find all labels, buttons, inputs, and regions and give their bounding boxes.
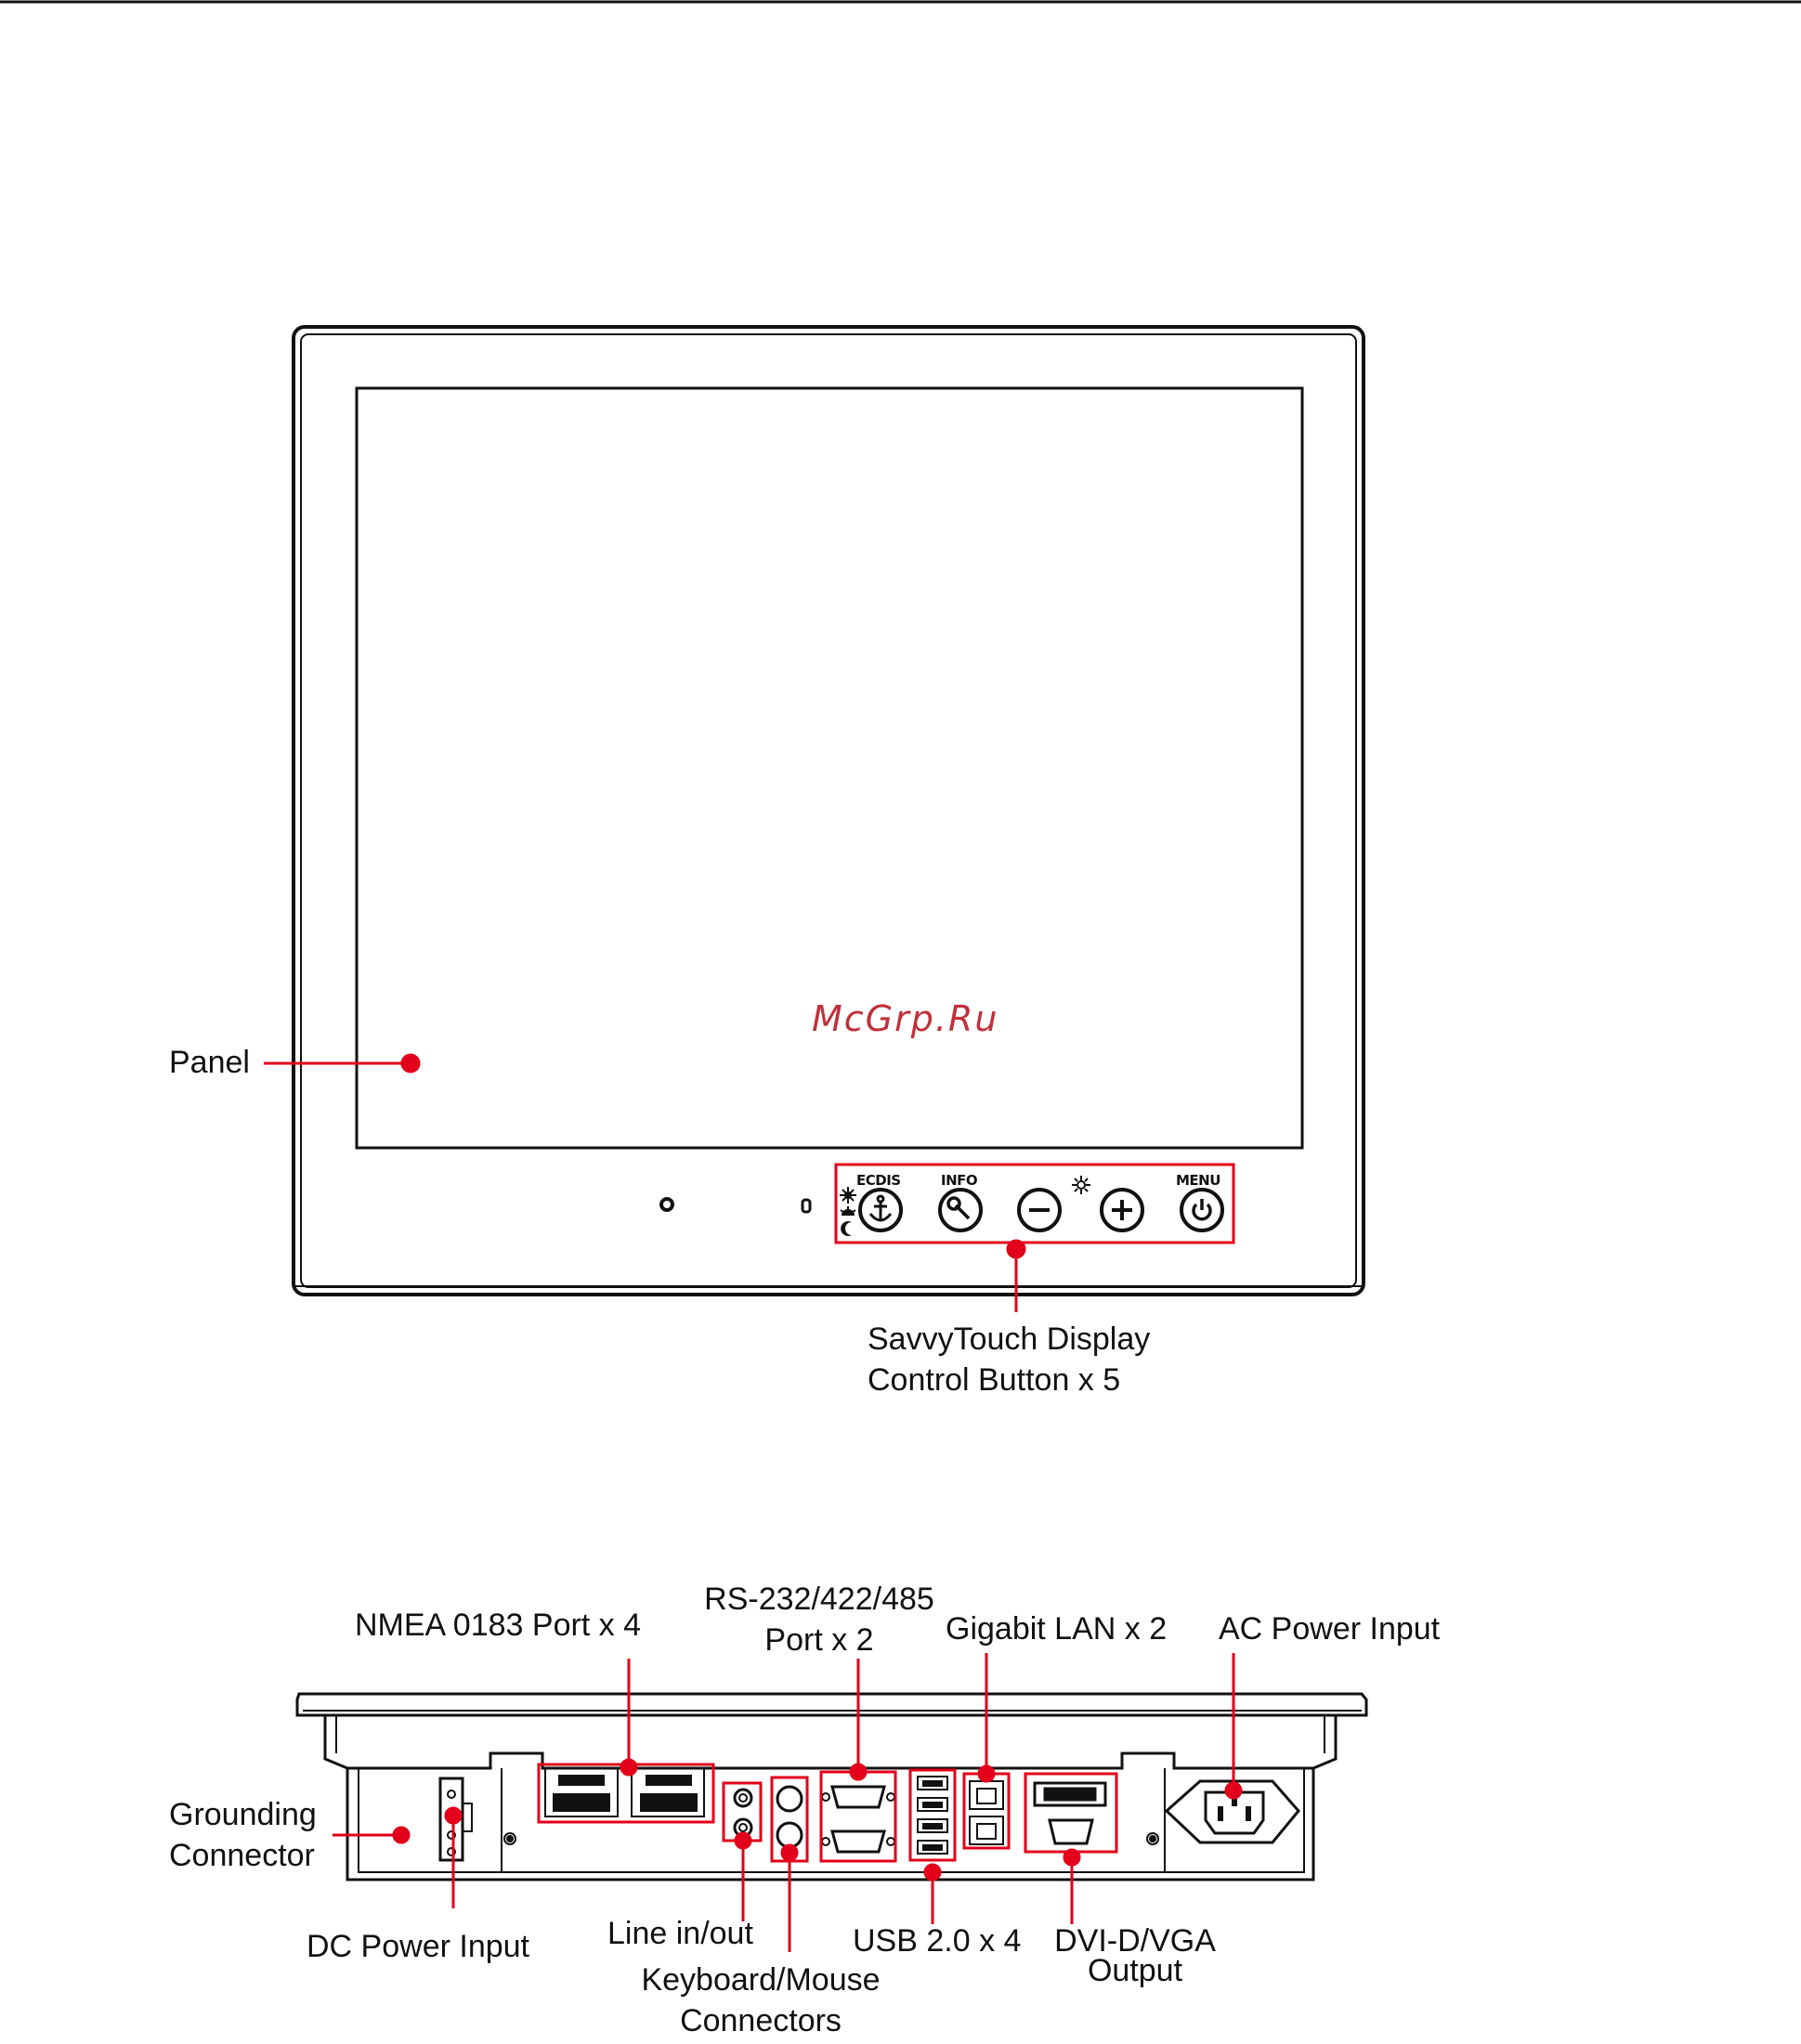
ps2-keyboard-port xyxy=(777,1787,802,1811)
menu-label: MENU xyxy=(1176,1172,1220,1189)
kbm-label-line1: Keyboard/Mouse xyxy=(617,1959,905,2000)
usb-ports xyxy=(918,1777,947,1854)
nmea-label: NMEA 0183 Port x 4 xyxy=(355,1605,641,1646)
dvi-highlight xyxy=(1025,1774,1116,1852)
brightness-down-button[interactable] xyxy=(1019,1190,1060,1230)
rs-label-line1: RS-232/422/485 xyxy=(680,1579,959,1620)
ecdis-button[interactable] xyxy=(860,1190,901,1230)
rear-view xyxy=(297,1694,1366,1880)
light-sensor-icon xyxy=(661,1199,672,1210)
lan-highlight xyxy=(964,1774,1009,1848)
rear-top-flange xyxy=(297,1694,1366,1715)
line-io-label: Line in/out xyxy=(607,1913,753,1954)
front-callouts xyxy=(264,1055,1233,1312)
panel-label: Panel xyxy=(169,1042,250,1083)
ps2-mouse-port xyxy=(777,1823,802,1847)
anchor-icon xyxy=(870,1196,891,1221)
info-button[interactable] xyxy=(940,1190,981,1230)
sun-icon xyxy=(840,1187,856,1204)
front-bezel-outer xyxy=(294,327,1364,1295)
ac-label: AC Power Input xyxy=(1219,1608,1440,1649)
control-label-line2: Control Button x 5 xyxy=(868,1360,1120,1400)
dc-label: DC Power Input xyxy=(307,1926,529,1967)
moon-icon xyxy=(841,1221,852,1236)
nmea-terminal-blocks xyxy=(545,1768,704,1816)
rs-label-line2: Port x 2 xyxy=(680,1620,959,1660)
power-icon xyxy=(1194,1199,1210,1219)
kbm-label-line2: Connectors xyxy=(617,2000,905,2041)
usb-label: USB 2.0 x 4 xyxy=(853,1920,1021,1961)
control-buttons xyxy=(860,1176,1222,1230)
lan-label: Gigabit LAN x 2 xyxy=(946,1608,1167,1649)
wrench-icon xyxy=(948,1198,969,1218)
front-bezel-inner xyxy=(301,334,1356,1287)
status-led-icon xyxy=(803,1200,810,1212)
control-label-line1: SavvyTouch Display xyxy=(868,1319,1150,1360)
audio-jack xyxy=(735,1790,751,1806)
ecdis-label: ECDIS xyxy=(856,1172,901,1189)
dusk-icon xyxy=(841,1206,855,1216)
dvi-label-line2: Output xyxy=(1033,1950,1237,1991)
com-port-2 xyxy=(832,1831,884,1852)
rs-highlight xyxy=(821,1772,895,1861)
brightness-icon xyxy=(1072,1176,1090,1194)
plus-icon xyxy=(1112,1200,1132,1220)
lan-ports xyxy=(970,1781,1003,1844)
vga-port xyxy=(1050,1820,1092,1843)
mode-icons xyxy=(840,1187,856,1236)
brightness-up-button[interactable] xyxy=(1102,1190,1142,1230)
info-label: INFO xyxy=(941,1172,977,1189)
grounding-label-line1: Grounding xyxy=(169,1794,317,1835)
watermark-text: McGrp.Ru xyxy=(812,998,998,1039)
front-view xyxy=(294,327,1364,1295)
com-port-1 xyxy=(832,1787,884,1807)
menu-button[interactable] xyxy=(1181,1190,1222,1230)
grounding-label-line2: Connector xyxy=(169,1835,315,1876)
